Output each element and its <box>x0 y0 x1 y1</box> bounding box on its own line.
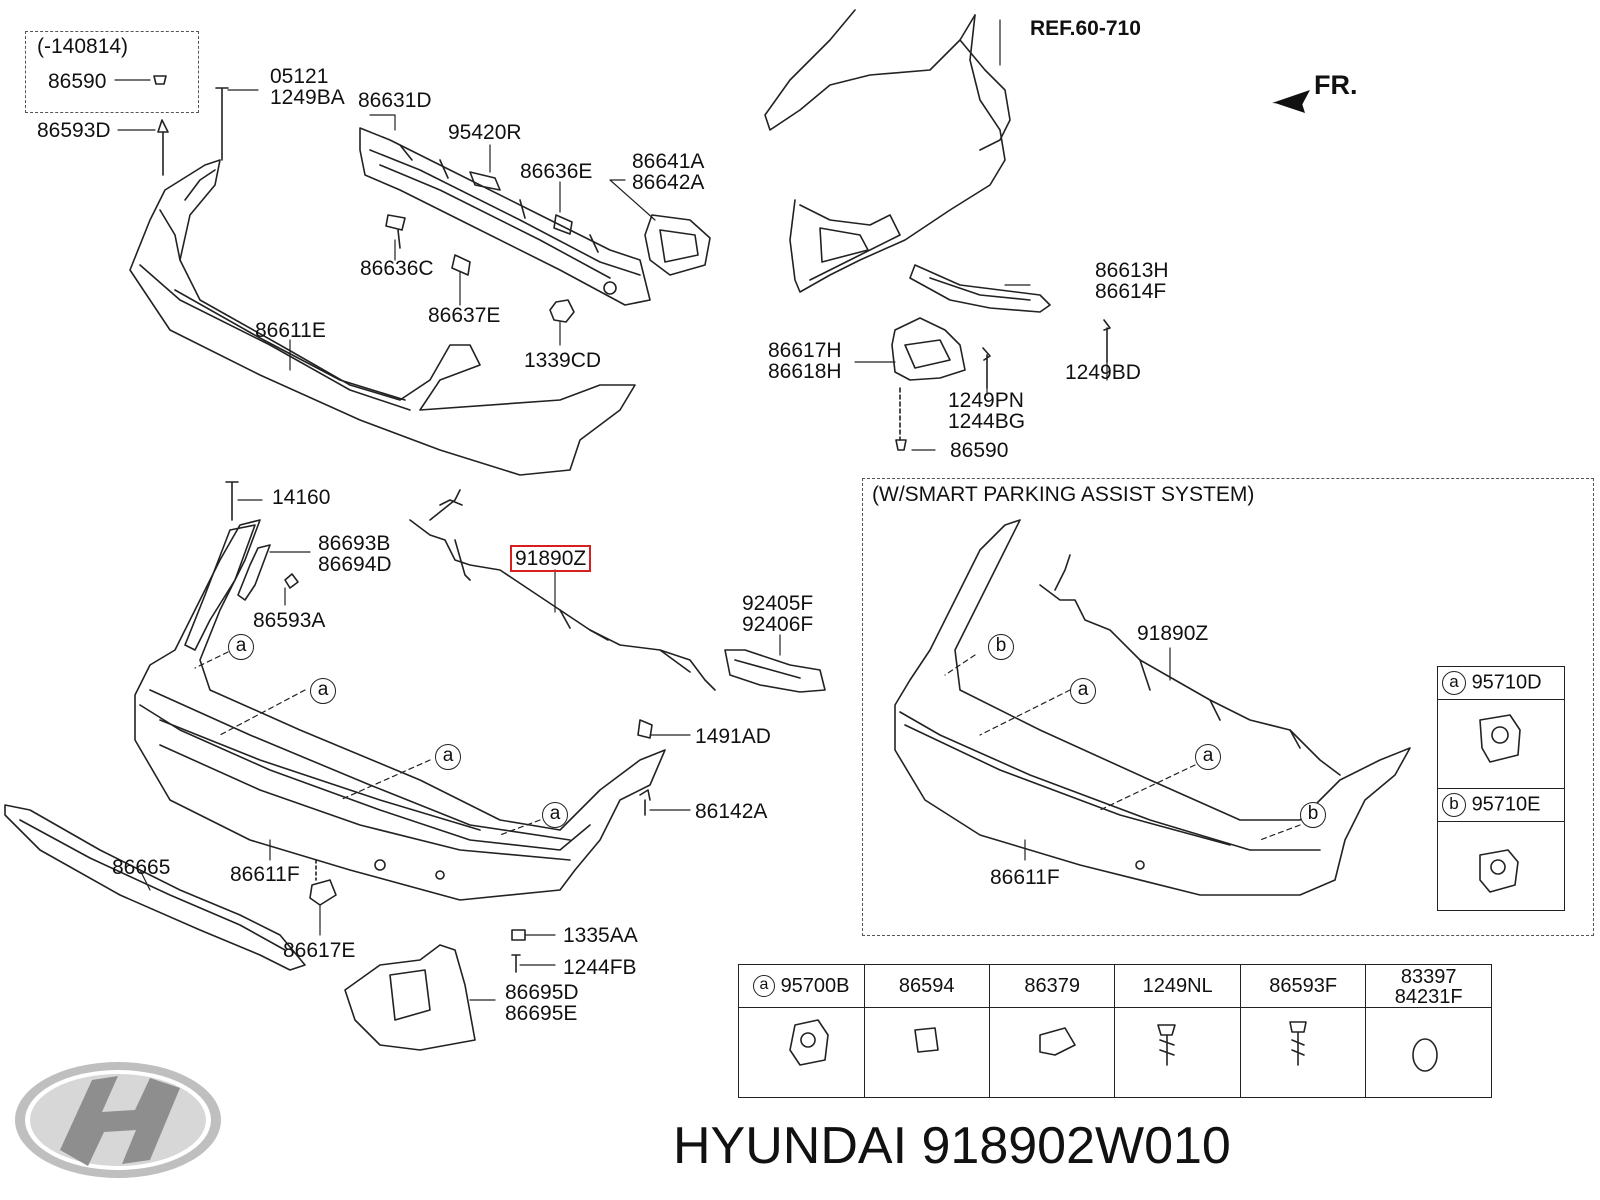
caption: HYUNDAI 918902W010 <box>673 1120 1231 1172</box>
table-header-86594: 86594 <box>863 964 990 1008</box>
spas-box <box>862 478 1594 936</box>
part-label-text: 05121 <box>270 65 329 88</box>
table-image-cell <box>863 1007 990 1098</box>
lower-bumper-cover <box>134 519 666 901</box>
ref-label: REF.60-710 <box>1030 17 1141 40</box>
part-label-86613h: 86613H 86614F <box>1095 260 1169 302</box>
spas-legend-table: a 95710D b 95710E <box>1437 666 1565 911</box>
part-label-1244fb: 1244FB <box>563 956 637 979</box>
part-label-86631d: 86631D <box>358 89 432 112</box>
legend-part-95710d: 95710D <box>1471 671 1542 694</box>
spas-bumper-drawing <box>894 519 1411 896</box>
part-label-86590-top: 86590 <box>48 70 107 93</box>
part-label-1249pn: 1249PN 1244BG <box>948 390 1025 432</box>
part-label-text: 92406F <box>742 613 814 636</box>
part-label-86637e: 86637E <box>428 304 501 327</box>
part-label-text: 86641A <box>632 150 705 173</box>
table-image-cell <box>1239 1007 1367 1098</box>
table-image-cell <box>1365 1007 1492 1098</box>
part-label-86636e: 86636E <box>520 160 593 183</box>
spas-bumper-label: 86611F <box>990 866 1060 889</box>
table-image-cell <box>1114 1007 1241 1098</box>
callout-a: a <box>435 744 461 770</box>
clip-95420r <box>469 171 501 191</box>
bumper-beam <box>359 127 651 306</box>
table-header-86379: 86379 <box>988 964 1116 1008</box>
legend-header-b: b 95710E <box>1437 788 1565 822</box>
part-label-text: 86695E <box>505 1002 578 1025</box>
part-label-86593a: 86593A <box>253 609 326 632</box>
part-label-1491ad: 1491AD <box>695 725 771 748</box>
part-label-86593d: 86593D <box>37 119 111 142</box>
part-label-text: 92405F <box>742 592 814 615</box>
spas-wiring-label: 91890Z <box>1137 622 1209 645</box>
common-parts-table: a 95700B 86594 86379 1249NL 86593F 83397… <box>738 964 1492 1098</box>
part-label-05121: 05121 1249BA <box>270 66 345 108</box>
callout-b: b <box>1442 793 1466 817</box>
table-header-1249nl: 1249NL <box>1114 964 1241 1008</box>
part-label-text: 86617H <box>768 339 842 362</box>
spas-title: (W/SMART PARKING ASSIST SYSTEM) <box>872 483 1255 506</box>
legend-image-b <box>1437 821 1565 911</box>
part-label-text: 1249BA <box>270 86 345 109</box>
part-label-86641a: 86641A 86642A <box>632 151 704 193</box>
part-label-86590-bottom: 86590 <box>950 439 1009 462</box>
part-label-86617e: 86617E <box>283 939 356 962</box>
part-label-text: 1244BG <box>948 410 1026 433</box>
quarter-panel <box>764 9 1011 293</box>
caption-brand: HYUNDAI <box>673 1117 908 1175</box>
callout-a: a <box>1442 671 1466 695</box>
wiring-harness <box>409 489 716 691</box>
part-label-text: 86693B <box>318 532 391 555</box>
part-label-86617h: 86617H 86618H <box>768 340 842 382</box>
table-image-cell <box>738 1007 865 1098</box>
part-label-86142a: 86142A <box>695 800 768 823</box>
part-label-text: 86618H <box>768 360 842 383</box>
early-production-note: (-140814) <box>37 35 129 58</box>
legend-image-a <box>1437 699 1565 789</box>
legend-part-95710e: 95710E <box>1471 793 1541 816</box>
part-label-text: 86613H <box>1095 259 1169 282</box>
callout-a: a <box>1070 678 1096 704</box>
table-header-95700b: a 95700B <box>738 964 865 1008</box>
upper-bumper-cover <box>129 159 636 476</box>
part-label-text: 1249PN <box>948 389 1024 412</box>
direction-label: FR. <box>1314 70 1358 100</box>
table-header-83397: 83397 84231F <box>1365 964 1492 1008</box>
part-label-1339cd: 1339CD <box>524 349 602 372</box>
callout-b: b <box>988 634 1014 660</box>
part-label-86695d: 86695D 86695E <box>505 982 579 1024</box>
highlighted-part-91890z: 91890Z <box>510 545 592 572</box>
part-label-text: 86614F <box>1095 280 1167 303</box>
callout-a: a <box>1195 744 1221 770</box>
part-label-14160: 14160 <box>272 486 331 509</box>
part-label-86693b: 86693B 86694D <box>318 533 392 575</box>
part-label-86636c: 86636C <box>360 257 434 280</box>
part-label-text: 86695D <box>505 981 579 1004</box>
early-production-box <box>25 31 199 113</box>
part-label-95420r: 95420R <box>448 121 522 144</box>
callout-b: b <box>1300 802 1326 828</box>
part-label-1335aa: 1335AA <box>563 924 638 947</box>
legend-header-a: a 95710D <box>1437 666 1565 700</box>
part-label-86611e: 86611E <box>255 319 326 342</box>
part-label-92405f: 92405F 92406F <box>742 593 813 635</box>
callout-a: a <box>310 678 336 704</box>
caption-part-number: 918902W010 <box>921 1117 1231 1175</box>
part-label-text: 86642A <box>632 171 705 194</box>
callout-a: a <box>228 634 254 660</box>
hyundai-logo-icon <box>15 1062 221 1178</box>
part-label-1249bd: 1249BD <box>1065 361 1141 384</box>
table-image-cell <box>988 1007 1116 1098</box>
callout-a: a <box>542 802 568 828</box>
part-label-86611f: 86611F <box>230 863 300 886</box>
part-label-86665: 86665 <box>112 856 171 879</box>
part-label-text: 86694D <box>318 553 392 576</box>
front-arrow-icon <box>1272 90 1310 113</box>
table-header-86593f: 86593F <box>1239 964 1367 1008</box>
callout-a: a <box>753 975 775 998</box>
table-part-number: 95700B <box>780 974 850 997</box>
